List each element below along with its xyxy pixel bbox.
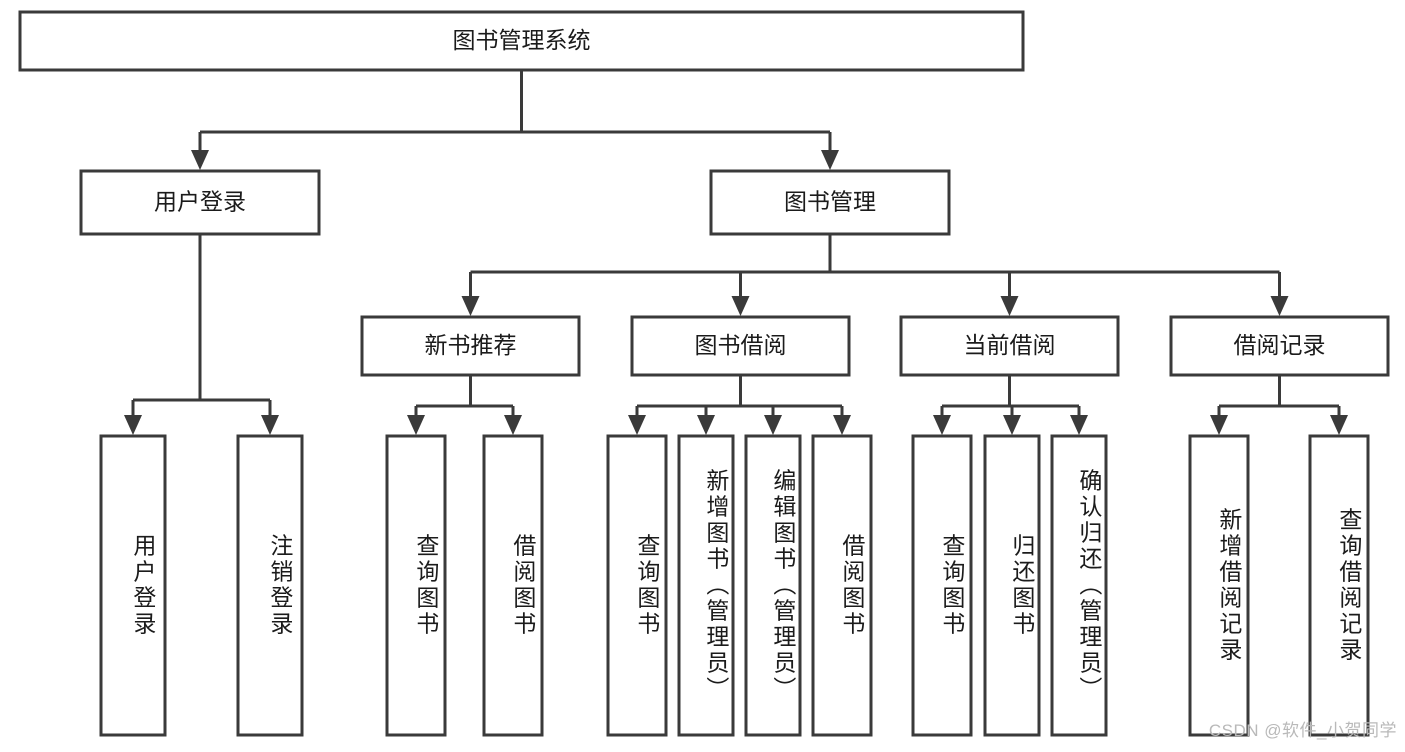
edge-group-book-manage [461, 234, 1289, 316]
node-leaf-query-book-2[interactable]: 查询图书 [606, 434, 668, 737]
node-box-leaf-user-logout[interactable] [236, 434, 304, 737]
edge-group-user-login [124, 234, 279, 435]
node-label-book-manage: 图书管理 [784, 189, 876, 215]
edge-group-book-borrow [628, 375, 851, 435]
node-box-leaf-user-login[interactable] [99, 434, 167, 737]
node-box-borrow-record[interactable] [1169, 315, 1390, 377]
node-box-leaf-query-record[interactable] [1308, 434, 1370, 737]
node-box-book-manage[interactable] [709, 169, 951, 236]
node-label-leaf-edit-book: 编辑图书（管理员） [770, 469, 797, 703]
edge-group-borrow-record [1210, 375, 1348, 435]
node-box-leaf-query-book-1[interactable] [385, 434, 447, 737]
node-label-leaf-confirm-return: 确认归还（管理员） [1076, 469, 1103, 703]
node-label-root: 图书管理系统 [453, 27, 591, 53]
node-label-leaf-user-login: 用户登录 [130, 534, 157, 638]
node-leaf-return-book[interactable]: 归还图书 [983, 434, 1041, 737]
node-box-leaf-add-record[interactable] [1188, 434, 1250, 737]
node-box-leaf-edit-book[interactable] [744, 434, 802, 737]
node-box-leaf-borrow-book-1[interactable] [482, 434, 544, 737]
watermark: CSDN @软件_小贺同学 [1208, 721, 1397, 740]
node-leaf-borrow-book-1[interactable]: 借阅图书 [482, 434, 544, 737]
node-label-leaf-query-record: 查询借阅记录 [1336, 508, 1363, 664]
node-borrow-record[interactable]: 借阅记录 [1169, 315, 1390, 377]
node-box-leaf-return-book[interactable] [983, 434, 1041, 737]
node-box-book-borrow[interactable] [630, 315, 851, 377]
nodes-layer: 图书管理系统用户登录图书管理新书推荐图书借阅当前借阅借阅记录用户登录注销登录查询… [18, 10, 1390, 737]
node-book-borrow[interactable]: 图书借阅 [630, 315, 851, 377]
node-box-leaf-query-book-3[interactable] [911, 434, 973, 737]
node-leaf-query-record[interactable]: 查询借阅记录 [1308, 434, 1370, 737]
node-label-leaf-borrow-book-2: 借阅图书 [839, 534, 866, 638]
node-leaf-add-book[interactable]: 新增图书（管理员） [677, 434, 735, 737]
node-root[interactable]: 图书管理系统 [18, 10, 1025, 72]
node-label-leaf-add-book: 新增图书（管理员） [703, 469, 730, 703]
node-leaf-add-record[interactable]: 新增借阅记录 [1188, 434, 1250, 737]
node-label-leaf-query-book-3: 查询图书 [939, 534, 966, 638]
node-box-leaf-confirm-return[interactable] [1050, 434, 1108, 737]
node-label-leaf-return-book: 归还图书 [1009, 534, 1036, 638]
node-label-new-book-rec: 新书推荐 [425, 332, 517, 358]
node-box-user-login[interactable] [79, 169, 321, 236]
edges-layer [124, 70, 1348, 435]
edge-group-new-book-rec [407, 375, 522, 435]
node-leaf-query-book-3[interactable]: 查询图书 [911, 434, 973, 737]
node-leaf-borrow-book-2[interactable]: 借阅图书 [811, 434, 873, 737]
edge-group-root [191, 70, 839, 170]
node-leaf-query-book-1[interactable]: 查询图书 [385, 434, 447, 737]
node-leaf-user-login[interactable]: 用户登录 [99, 434, 167, 737]
node-box-root[interactable] [18, 10, 1025, 72]
node-new-book-rec[interactable]: 新书推荐 [360, 315, 581, 377]
node-label-current-borrow: 当前借阅 [964, 332, 1056, 358]
node-box-new-book-rec[interactable] [360, 315, 581, 377]
node-label-leaf-query-book-2: 查询图书 [634, 534, 661, 638]
node-leaf-confirm-return[interactable]: 确认归还（管理员） [1050, 434, 1108, 737]
node-label-leaf-query-book-1: 查询图书 [413, 534, 440, 638]
node-leaf-edit-book[interactable]: 编辑图书（管理员） [744, 434, 802, 737]
node-box-leaf-borrow-book-2[interactable] [811, 434, 873, 737]
node-user-login[interactable]: 用户登录 [79, 169, 321, 236]
node-box-leaf-add-book[interactable] [677, 434, 735, 737]
node-label-user-login: 用户登录 [154, 189, 246, 215]
node-current-borrow[interactable]: 当前借阅 [899, 315, 1120, 377]
node-label-leaf-user-logout: 注销登录 [267, 534, 294, 638]
node-book-manage[interactable]: 图书管理 [709, 169, 951, 236]
node-box-leaf-query-book-2[interactable] [606, 434, 668, 737]
node-label-book-borrow: 图书借阅 [695, 332, 787, 358]
node-label-leaf-borrow-book-1: 借阅图书 [510, 534, 537, 638]
edge-group-current-borrow [933, 375, 1088, 435]
node-leaf-user-logout[interactable]: 注销登录 [236, 434, 304, 737]
node-box-current-borrow[interactable] [899, 315, 1120, 377]
node-label-leaf-add-record: 新增借阅记录 [1216, 508, 1243, 664]
node-label-borrow-record: 借阅记录 [1234, 332, 1326, 358]
